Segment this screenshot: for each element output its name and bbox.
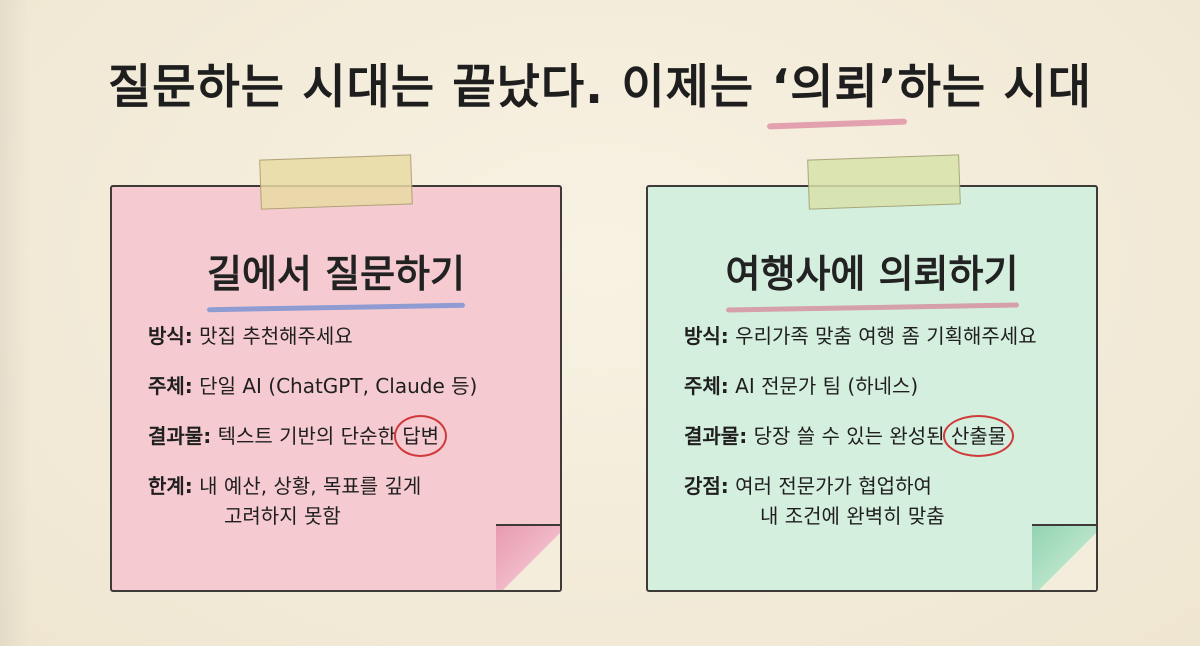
item-label: 강점: — [684, 474, 729, 498]
item-label: 방식: — [684, 324, 729, 348]
note-heading-text: 여행사에 의뢰하기 — [726, 243, 1019, 298]
item-label: 한계: — [148, 474, 193, 498]
tape-strip — [259, 154, 413, 210]
sticky-note-ask-on-street: 길에서 질문하기 방식: 맛집 추천해주세요 주체: 단일 AI (ChatGP… — [110, 154, 576, 606]
page-curl-corner — [1032, 524, 1096, 590]
title-part-1: 질문하는 시대는 끝났다. 이제는 — [108, 60, 772, 115]
sticky-note-request-agency: 여행사에 의뢰하기 방식: 우리가족 맞춤 여행 좀 기획해주세요 주체: AI… — [646, 154, 1112, 606]
note-heading-text: 길에서 질문하기 — [207, 243, 465, 298]
item-text-continued: 내 조건에 완벽히 맞춤 — [760, 504, 945, 528]
item-text: 내 예산, 상황, 목표를 깊게 — [199, 474, 422, 498]
circled-word: 산출물 — [942, 415, 1015, 457]
item-text-continued: 고려하지 못함 — [224, 504, 341, 528]
item-label: 방식: — [148, 324, 193, 348]
circled-word: 답변 — [394, 415, 447, 457]
item-text: 우리가족 맞춤 여행 좀 기획해주세요 — [735, 324, 1037, 348]
item-text: 단일 AI (ChatGPT, Claude 등) — [199, 374, 478, 398]
item-text: 텍스트 기반의 단순한 — [217, 424, 403, 448]
note-heading: 여행사에 의뢰하기 — [648, 243, 1096, 298]
item-label: 주체: — [684, 374, 729, 398]
note-items: 방식: 맛집 추천해주세요 주체: 단일 AI (ChatGPT, Claude… — [148, 321, 548, 551]
note-item-method: 방식: 맛집 추천해주세요 — [148, 321, 548, 351]
title-quoted-word: ‘의뢰’ — [771, 48, 897, 117]
title-part-2: 하는 시대 — [897, 60, 1092, 115]
item-text: AI 전문가 팀 (하네스) — [735, 374, 919, 398]
item-label: 결과물: — [148, 424, 212, 448]
item-text: 당장 쓸 수 있는 완성된 — [753, 424, 951, 448]
note-items: 방식: 우리가족 맞춤 여행 좀 기획해주세요 주체: AI 전문가 팀 (하네… — [684, 321, 1084, 551]
tape-strip — [807, 154, 961, 210]
note-heading: 길에서 질문하기 — [112, 243, 560, 298]
note-item-subject: 주체: 단일 AI (ChatGPT, Claude 등) — [148, 371, 548, 401]
item-text: 여러 전문가가 협업하여 — [735, 474, 932, 498]
note-item-result: 결과물: 텍스트 기반의 단순한 답변 — [148, 415, 548, 457]
note-item-subject: 주체: AI 전문가 팀 (하네스) — [684, 371, 1084, 401]
page-title: 질문하는 시대는 끝났다. 이제는 ‘의뢰’하는 시대 — [0, 48, 1200, 117]
note-item-result: 결과물: 당장 쓸 수 있는 완성된 산출물 — [684, 415, 1084, 457]
note-item-method: 방식: 우리가족 맞춤 여행 좀 기획해주세요 — [684, 321, 1084, 351]
item-label: 결과물: — [684, 424, 748, 448]
page-curl-corner — [496, 524, 560, 590]
item-label: 주체: — [148, 374, 193, 398]
item-text: 맛집 추천해주세요 — [199, 324, 353, 348]
